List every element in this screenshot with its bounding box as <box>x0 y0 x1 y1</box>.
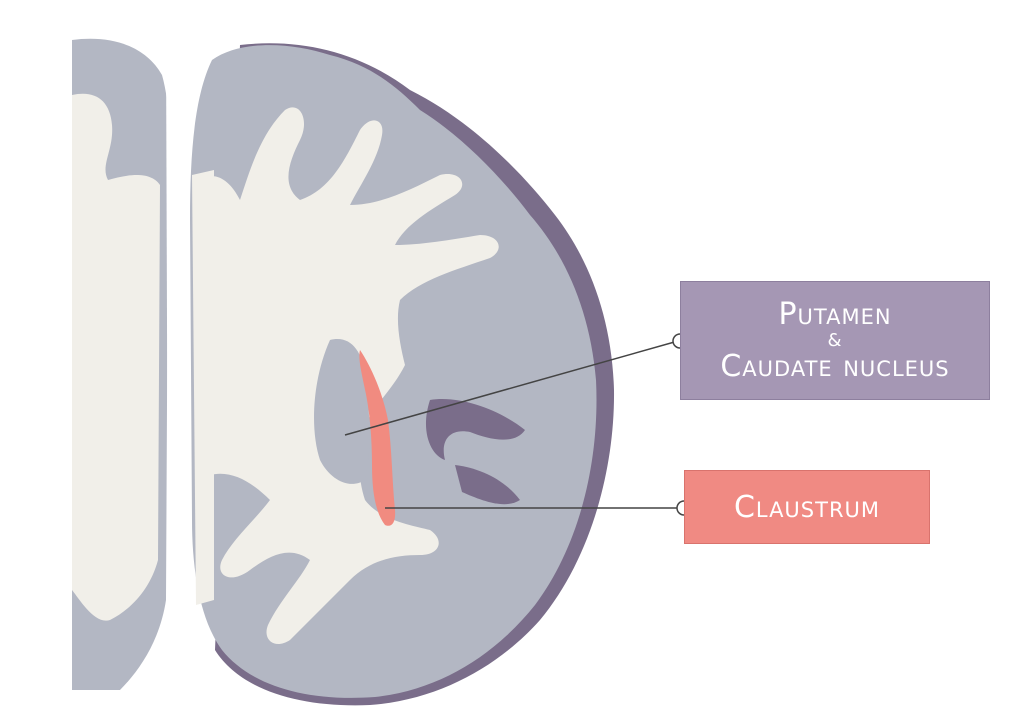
longitudinal-fissure <box>166 40 190 690</box>
ampersand-text: & <box>827 329 843 351</box>
sulcus <box>455 465 520 505</box>
left-hemisphere-white-matter <box>72 93 160 621</box>
claustrum <box>359 350 396 526</box>
sulcus <box>425 399 525 460</box>
putamen-region <box>314 339 370 484</box>
putamen-label-text: Putamen <box>778 296 892 332</box>
caudate-label-text: Caudate nucleus <box>720 348 950 384</box>
deep-white-matter <box>192 170 214 605</box>
putamen-caudate-label: Putamen & Caudate nucleus <box>680 281 990 400</box>
claustrum-label: Claustrum <box>684 470 930 544</box>
claustrum-label-text: Claustrum <box>733 489 881 525</box>
putamen-leader-line <box>344 340 679 436</box>
